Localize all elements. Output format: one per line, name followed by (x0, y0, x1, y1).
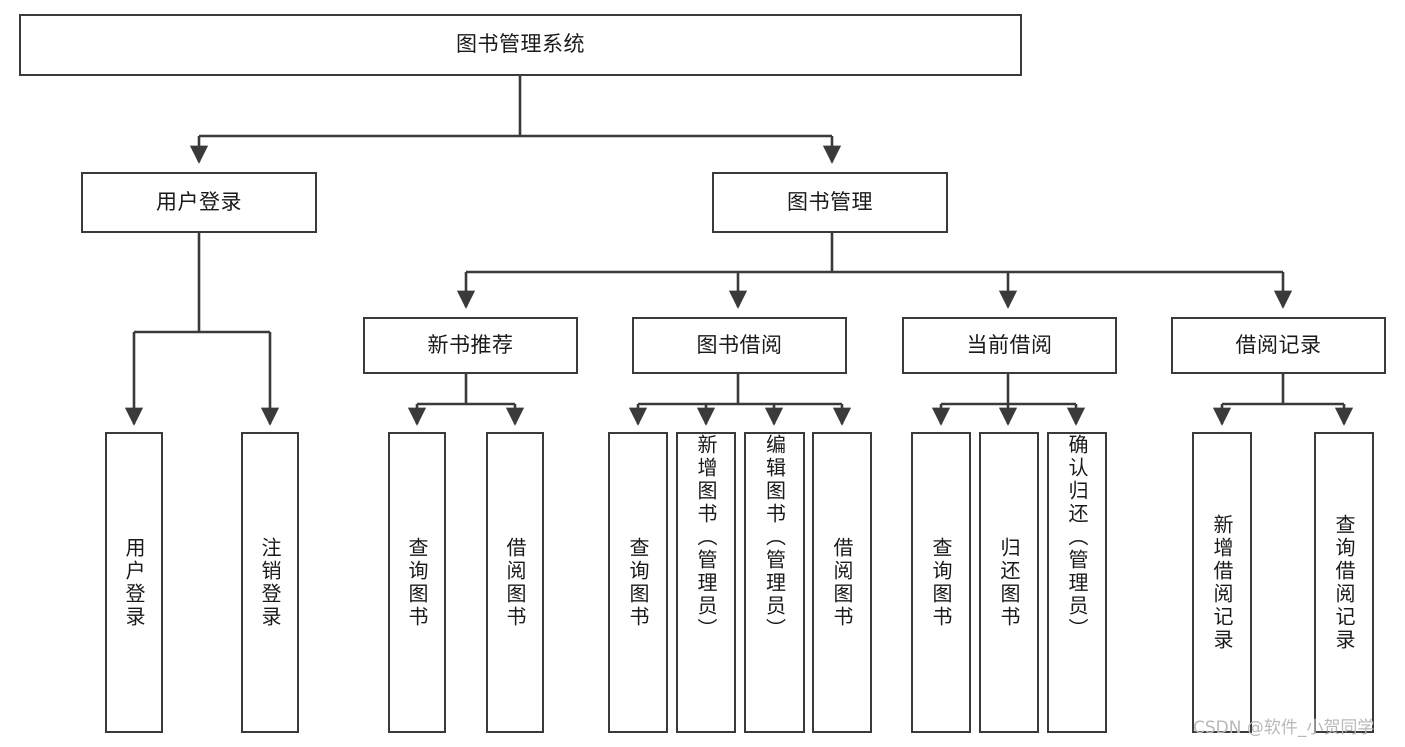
leaf-query-book-recommend[interactable]: 查询图书 (388, 432, 446, 733)
leaf-query-book-current[interactable]: 查询图书 (911, 432, 971, 733)
node-label: 查询图书 (405, 536, 429, 629)
leaf-query-borrow-record[interactable]: 查询借阅记录 (1314, 432, 1374, 733)
node-book-borrow[interactable]: 图书借阅 (632, 317, 847, 374)
node-label: 图书管理 (787, 189, 873, 214)
node-borrow-records[interactable]: 借阅记录 (1171, 317, 1386, 374)
node-label: 借阅图书 (830, 536, 854, 629)
leaf-query-book-borrow[interactable]: 查询图书 (608, 432, 668, 733)
leaf-confirm-return-admin[interactable]: 确认归还（管理员） (1047, 432, 1107, 733)
node-label: 新书推荐 (427, 332, 514, 357)
leaf-logout-login[interactable]: 注销登录 (241, 432, 299, 733)
leaf-add-borrow-record[interactable]: 新增借阅记录 (1192, 432, 1252, 733)
node-label: 注销登录 (258, 536, 282, 629)
leaf-borrow-book-recommend[interactable]: 借阅图书 (486, 432, 544, 733)
node-label: 当前借阅 (966, 332, 1053, 357)
csdn-watermark: CSDN @软件_小贺同学 (1193, 718, 1375, 738)
node-label: 用户登录 (122, 536, 146, 629)
node-label: 图书管理系统 (456, 32, 585, 57)
node-label: 借阅记录 (1235, 332, 1322, 357)
node-user-login[interactable]: 用户登录 (81, 172, 317, 233)
leaf-user-login[interactable]: 用户登录 (105, 432, 163, 733)
node-current-borrow[interactable]: 当前借阅 (902, 317, 1117, 374)
node-label: 查询图书 (929, 536, 953, 629)
node-book-management[interactable]: 图书管理 (712, 172, 948, 233)
node-label: 新增图书（管理员） (694, 434, 718, 641)
leaf-edit-book-admin[interactable]: 编辑图书（管理员） (744, 432, 805, 733)
node-root-system[interactable]: 图书管理系统 (19, 14, 1022, 76)
node-label: 新增借阅记录 (1210, 513, 1234, 652)
leaf-add-book-admin[interactable]: 新增图书（管理员） (676, 432, 736, 733)
node-label: 确认归还（管理员） (1065, 434, 1089, 641)
leaf-return-book[interactable]: 归还图书 (979, 432, 1039, 733)
node-label: 用户登录 (156, 189, 242, 214)
node-label: 借阅图书 (503, 536, 527, 629)
node-new-book-recommend[interactable]: 新书推荐 (363, 317, 578, 374)
node-label: 查询图书 (626, 536, 650, 629)
node-label: 归还图书 (997, 536, 1021, 629)
node-label: 编辑图书（管理员） (762, 434, 787, 641)
node-label: 图书借阅 (696, 332, 783, 357)
node-label: 查询借阅记录 (1332, 513, 1356, 652)
leaf-borrow-book[interactable]: 借阅图书 (812, 432, 872, 733)
